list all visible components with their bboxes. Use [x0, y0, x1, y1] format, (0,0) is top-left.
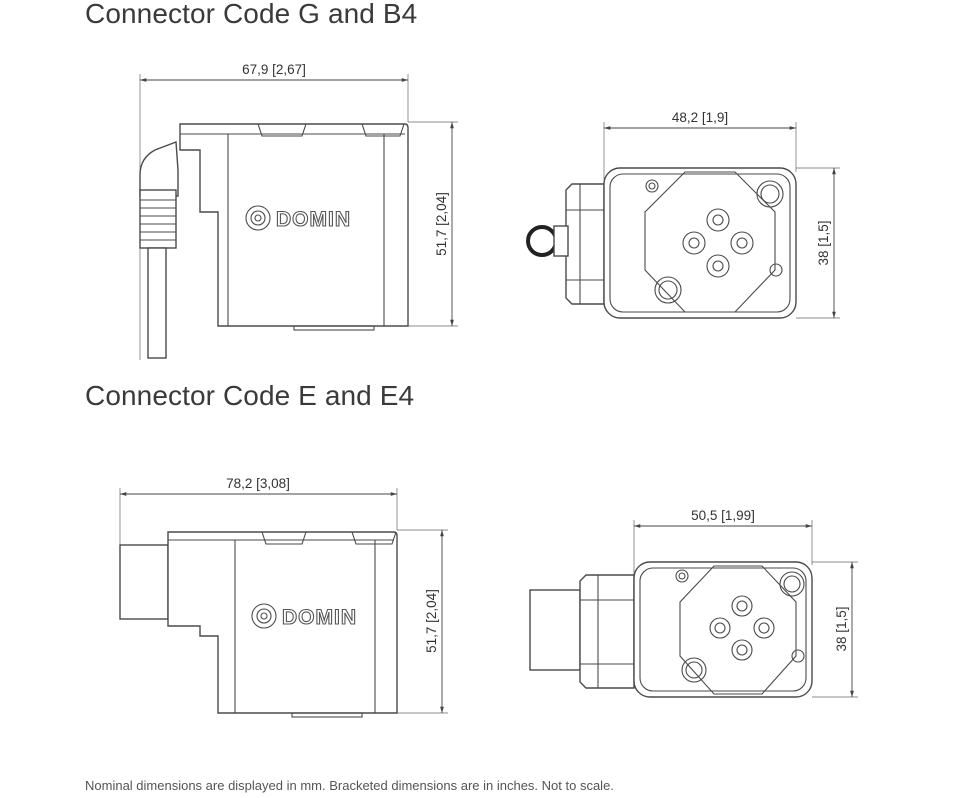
g-front-view: 48,2 [1,9] 38 [1,5] [526, 110, 840, 319]
brand-logo-text: DOMIN [276, 208, 351, 231]
heading-connector-g-b4: Connector Code G and B4 [85, 0, 418, 29]
locking-ring [526, 225, 558, 257]
g-side-view: 67,9 [2,67] 51,7 [2,04] DOMIN [139, 62, 458, 360]
dimension-g-front-height: 38 [1,5] [816, 220, 831, 265]
footnote: Nominal dimensions are displayed in mm. … [85, 778, 614, 793]
cable [147, 247, 167, 359]
dimension-e-front-height: 38 [1,5] [834, 606, 849, 651]
dimension-g-side-width: 67,9 [2,67] [242, 62, 306, 77]
domin-logo-icon-e [251, 603, 277, 629]
housing-body [179, 123, 409, 327]
heading-connector-e-e4: Connector Code E and E4 [85, 380, 415, 411]
domin-logo-icon [245, 205, 271, 231]
straight-plug-front [529, 589, 581, 671]
brand-logo-text-e: DOMIN [282, 606, 357, 629]
e-side-view: 78,2 [3,08] 51,7 [2,04] DOMIN [119, 476, 448, 718]
e-front-view: 50,5 [1,99] 38 [1,5] [529, 508, 858, 698]
angled-plug [139, 141, 179, 197]
dimension-g-side-height: 51,7 [2,04] [434, 192, 449, 256]
connector-face-e [633, 561, 813, 698]
housing-body-e [167, 531, 398, 714]
pin-group-e [709, 595, 775, 661]
straight-plug [119, 544, 169, 620]
cable-strain-relief [139, 189, 177, 249]
dimension-g-front-width: 48,2 [1,9] [672, 110, 728, 125]
dimension-e-side-width: 78,2 [3,08] [226, 476, 290, 491]
dimension-e-side-height: 51,7 [2,04] [424, 589, 439, 653]
dimension-e-front-width: 50,5 [1,99] [691, 508, 755, 523]
connector-face [603, 167, 797, 319]
pin-group [682, 208, 754, 278]
